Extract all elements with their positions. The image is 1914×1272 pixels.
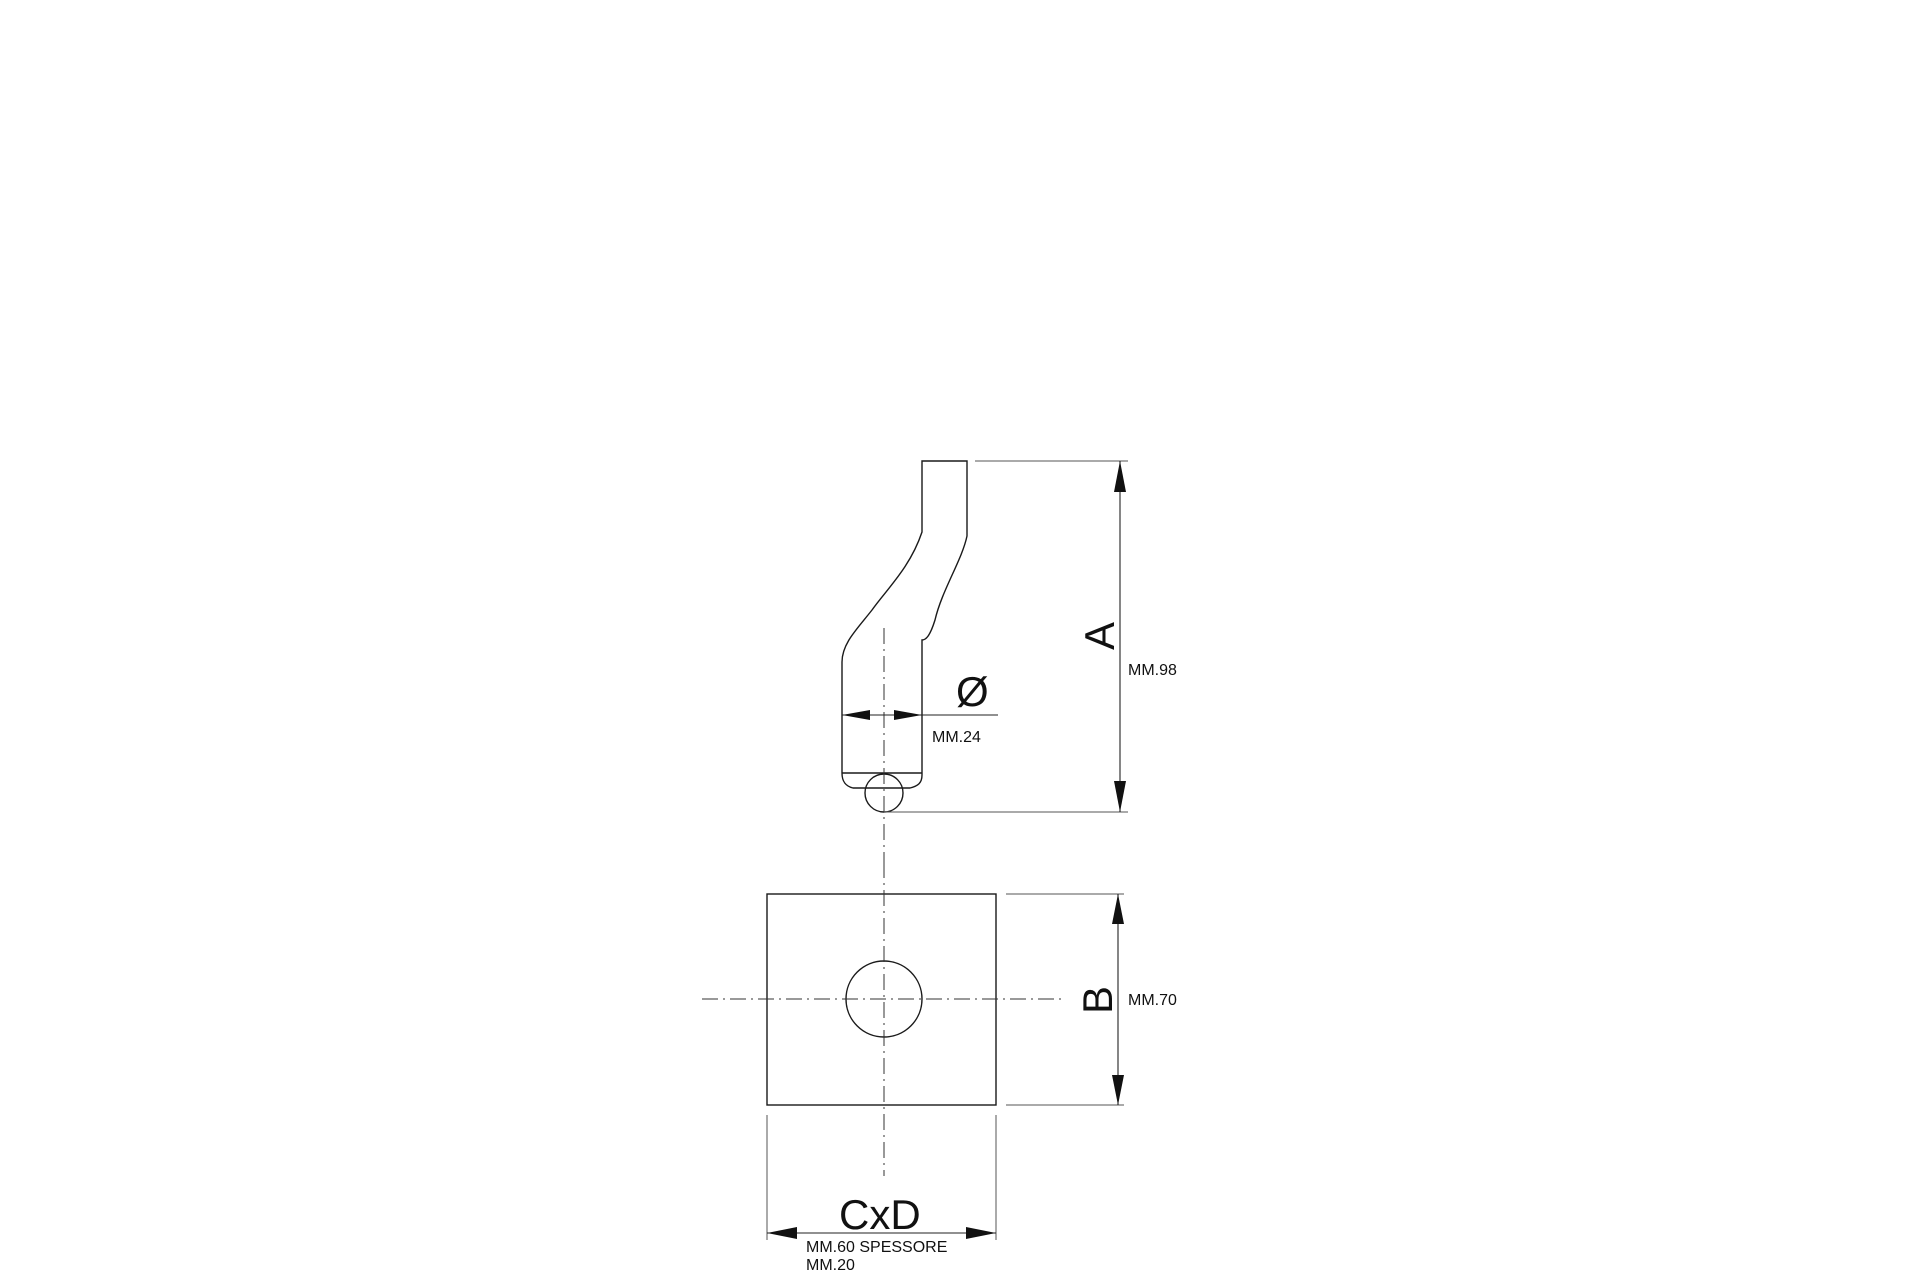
dim-b-arrow-bottom xyxy=(1112,1075,1124,1105)
dim-cxd-value-line1: MM.60 SPESSORE xyxy=(806,1239,947,1256)
dimension-a xyxy=(884,460,1128,813)
dim-b-value: MM.70 xyxy=(1128,992,1177,1009)
dim-b-label: B xyxy=(1074,986,1121,1014)
dimension-cxd xyxy=(766,1115,997,1240)
dimension-b xyxy=(1006,893,1124,1106)
square-plate-top-view xyxy=(702,862,1062,1176)
diameter-arrow-left xyxy=(842,710,870,720)
rod-outline xyxy=(841,460,968,789)
dim-cxd-label: CxD xyxy=(839,1191,921,1238)
dim-a-arrow-top xyxy=(1114,461,1126,492)
bent-rod-side-view xyxy=(841,460,968,862)
dim-a-value: MM.98 xyxy=(1128,662,1177,679)
dim-cxd-arrow-left xyxy=(767,1227,797,1239)
dim-b-arrow-top xyxy=(1112,894,1124,924)
dim-a-arrow-bottom xyxy=(1114,781,1126,812)
dim-a-label: A xyxy=(1076,622,1123,650)
diameter-value: MM.24 xyxy=(932,729,981,746)
diameter-dimension xyxy=(842,710,998,720)
diameter-arrow-right xyxy=(894,710,922,720)
diameter-symbol: Ø xyxy=(956,668,989,715)
dim-cxd-arrow-right xyxy=(966,1227,996,1239)
dim-cxd-value-line2: MM.20 xyxy=(806,1257,855,1272)
